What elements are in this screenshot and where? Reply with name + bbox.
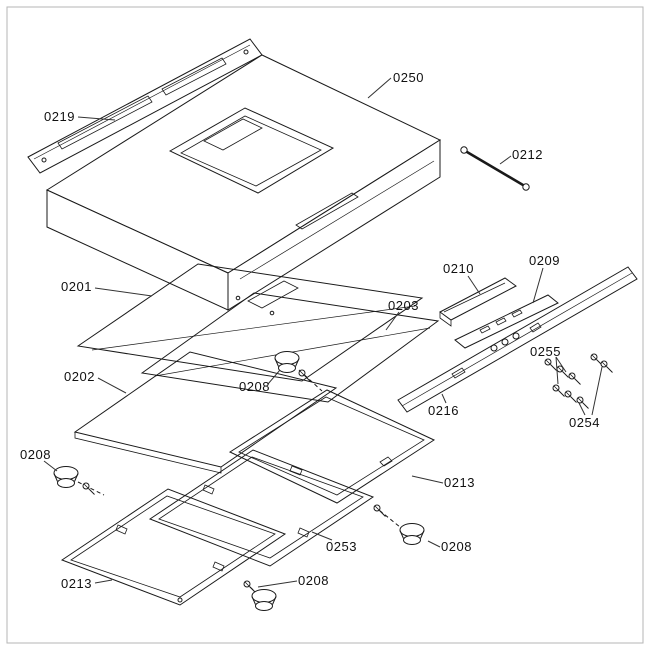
screw-icon <box>373 504 386 517</box>
part-label-0213-right: 0213 <box>444 475 475 490</box>
page-border <box>6 6 644 644</box>
part-label-0254: 0254 <box>569 415 600 430</box>
part-label-0213-left: 0213 <box>61 576 92 591</box>
part-label-0208-right: 0208 <box>441 539 472 554</box>
knob-0208-icon <box>399 523 425 545</box>
knob-assembly-left <box>53 466 105 496</box>
knob-assembly-right <box>373 504 425 545</box>
part-label-0202: 0202 <box>64 369 95 384</box>
screw-icon <box>243 580 256 593</box>
part-label-0255: 0255 <box>530 344 561 359</box>
knob-assembly-center <box>274 351 323 392</box>
glass-frame-0213-right <box>228 389 436 504</box>
glass-frame-0253 <box>148 449 375 567</box>
knob-0208-icon <box>274 351 300 373</box>
part-label-0208-center: 0208 <box>239 379 270 394</box>
screw-icon <box>552 384 565 397</box>
part-label-0201: 0201 <box>61 279 92 294</box>
part-label-0208-bottom: 0208 <box>298 573 329 588</box>
leader-lines <box>43 77 603 588</box>
screw-icon <box>564 390 577 403</box>
part-label-0210: 0210 <box>443 261 474 276</box>
knob-assembly-bottom <box>243 580 277 611</box>
knob-0208-icon <box>53 466 79 488</box>
mounting-rail-0219 <box>27 38 263 174</box>
control-strip-0216 <box>397 266 638 413</box>
hood-top-panel-0250 <box>45 54 442 311</box>
screw-icon <box>576 396 589 409</box>
part-label-0209: 0209 <box>529 253 560 268</box>
inner-panel-0201 <box>76 263 424 382</box>
screw-icon <box>82 482 95 495</box>
glass-visor-0202 <box>73 351 338 474</box>
part-label-0212: 0212 <box>512 147 543 162</box>
display-bracket-0210 <box>439 277 517 327</box>
screw-icon <box>568 372 581 385</box>
part-label-0219: 0219 <box>44 109 75 124</box>
screw-icon <box>544 358 557 371</box>
part-label-0250: 0250 <box>393 70 424 85</box>
knob-0208-icon <box>251 589 277 611</box>
control-bracket-0209 <box>454 294 559 349</box>
screw-cluster-0255-0254 <box>544 353 613 409</box>
part-label-0203: 0203 <box>388 298 419 313</box>
part-label-0208-left: 0208 <box>20 447 51 462</box>
part-label-0216: 0216 <box>428 403 459 418</box>
screw-icon <box>600 360 613 373</box>
glass-frame-0213-left <box>60 488 287 606</box>
part-label-0253: 0253 <box>326 539 357 554</box>
support-rod-0212 <box>460 146 530 191</box>
